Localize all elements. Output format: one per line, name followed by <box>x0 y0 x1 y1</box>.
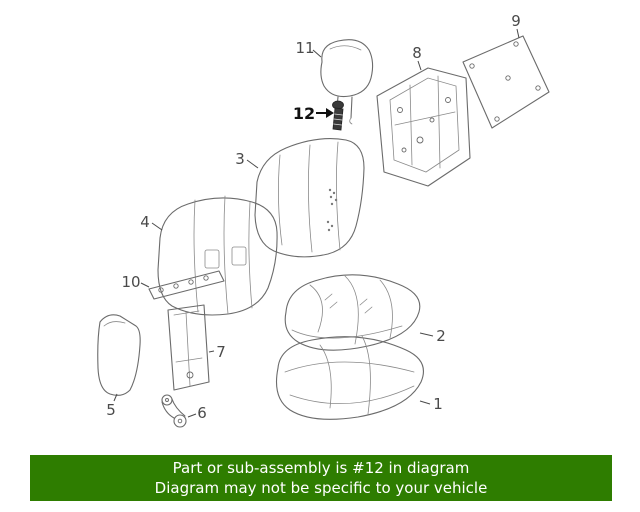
callout-8-label: 8 <box>412 44 422 62</box>
part-seat-back-cover <box>246 138 365 258</box>
banner-line-2: Diagram may not be specific to your vehi… <box>154 479 488 497</box>
part-bolt <box>332 100 344 131</box>
part-seat-back-frame <box>376 60 471 187</box>
callout-9-label: 9 <box>511 12 521 30</box>
part-hinge-strip <box>140 270 225 300</box>
callout-12-label: 12 <box>293 104 315 123</box>
banner-line-1: Part or sub-assembly is #12 in diagram <box>172 459 470 477</box>
callout-3-label: 3 <box>235 150 245 168</box>
part-bracket <box>161 394 197 428</box>
seat-assembly-diagram: 11 12 9 <box>97 12 550 428</box>
arrow-right-icon <box>316 108 334 118</box>
part-rear-panel <box>462 28 550 129</box>
callout-7-label: 7 <box>216 343 226 361</box>
callout-11-label: 11 <box>295 39 314 57</box>
part-seat-cushion-cover <box>284 274 434 351</box>
callout-2-label: 2 <box>436 327 446 345</box>
part-side-pad <box>97 314 141 402</box>
callout-1-label: 1 <box>433 395 443 413</box>
callout-4-label: 4 <box>140 213 150 231</box>
part-armrest-panel <box>167 304 215 391</box>
callout-5-label: 5 <box>106 401 116 419</box>
callout-10-label: 10 <box>121 273 140 291</box>
diagram-banner: Part or sub-assembly is #12 in diagram D… <box>30 455 612 501</box>
part-seat-cushion <box>275 335 431 420</box>
callout-6-label: 6 <box>197 404 207 422</box>
part-seat-back-cushion <box>151 195 278 316</box>
